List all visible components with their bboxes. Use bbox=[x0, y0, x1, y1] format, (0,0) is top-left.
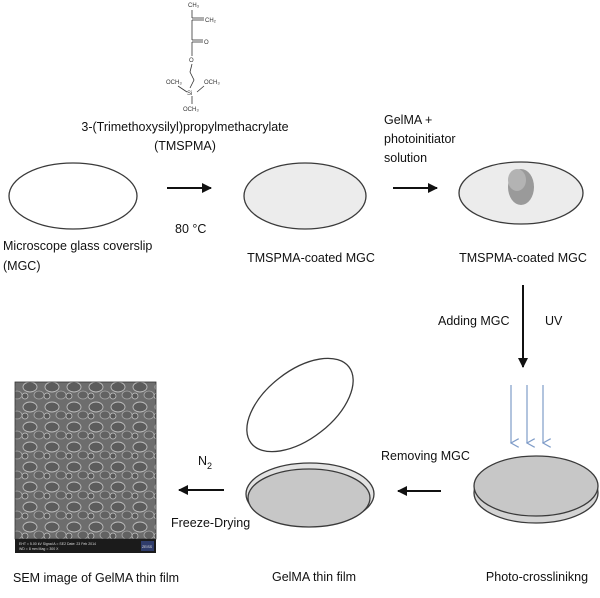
zeiss-logo bbox=[141, 541, 154, 551]
sem-brand: ZEISS bbox=[142, 545, 153, 549]
removing-mgc-label: Removing MGC bbox=[381, 449, 470, 463]
sem-info-bar bbox=[15, 539, 156, 553]
tmspma-abbrev: (TMSPMA) bbox=[154, 139, 216, 153]
gelma-droplet-highlight bbox=[508, 169, 526, 191]
adding-mgc-label: Adding MGC bbox=[438, 314, 510, 328]
atom-o-ester: O bbox=[189, 58, 194, 64]
atom-o-carbonyl: O bbox=[204, 40, 209, 46]
propyl-chain bbox=[189, 63, 195, 89]
sem-image: EHT = 5.00 kV Signal A = SE2 Date: 23 Fe… bbox=[14, 381, 157, 553]
mgc-label: Microscope glass coverslip bbox=[3, 239, 152, 253]
sem-info-line-2: WD = 8 mm Mag = 300 X bbox=[19, 547, 59, 551]
temperature-label: 80 °C bbox=[175, 222, 206, 236]
gelma-film-label: GelMA thin film bbox=[272, 570, 356, 584]
atom-si: Si bbox=[187, 91, 192, 97]
removed-coverslip bbox=[246, 357, 354, 453]
sandwich-top bbox=[473, 455, 599, 517]
sem-info-line-1: EHT = 5.00 kV Signal A = SE2 Date: 23 Fe… bbox=[19, 542, 96, 546]
coated-label-1: TMSPMA-coated MGC bbox=[247, 251, 375, 265]
atom-och3-bottom: OCH₃ bbox=[183, 107, 199, 113]
uv-label: UV bbox=[545, 314, 563, 328]
gelma-label-3: solution bbox=[384, 151, 427, 165]
tmspma-name: 3-(Trimethoxysilyl)propylmethacrylate bbox=[81, 120, 288, 134]
coated-label-2: TMSPMA-coated MGC bbox=[459, 251, 587, 265]
mgc-abbrev-label: (MGC) bbox=[3, 259, 41, 273]
gelma-thin-film bbox=[247, 468, 371, 528]
sem-label: SEM image of GelMA thin film bbox=[13, 571, 179, 585]
freeze-drying-label: Freeze-Drying bbox=[171, 516, 250, 530]
gelma-label-2: photoinitiator bbox=[384, 132, 456, 146]
atom-ch3-top: CH₃ bbox=[188, 3, 200, 9]
glass-coverslip bbox=[8, 162, 138, 230]
bond bbox=[177, 85, 188, 93]
atom-och3-left: OCH₃ bbox=[166, 80, 182, 86]
bond bbox=[196, 85, 205, 93]
atom-ch2: CH₂ bbox=[205, 18, 217, 24]
sem-micrograph bbox=[15, 382, 156, 539]
tmspma-structure: CH₃ CH₂ O O Si OCH₃ OCH₃ OCH₃ bbox=[166, 3, 220, 113]
n2-label: N2 bbox=[198, 454, 212, 471]
gelma-label-1: GelMA + bbox=[384, 113, 432, 127]
atom-och3-right: OCH₃ bbox=[204, 80, 220, 86]
photo-crosslinking-label: Photo-crosslinikng bbox=[486, 570, 588, 584]
tmspma-coated-coverslip bbox=[243, 162, 367, 230]
